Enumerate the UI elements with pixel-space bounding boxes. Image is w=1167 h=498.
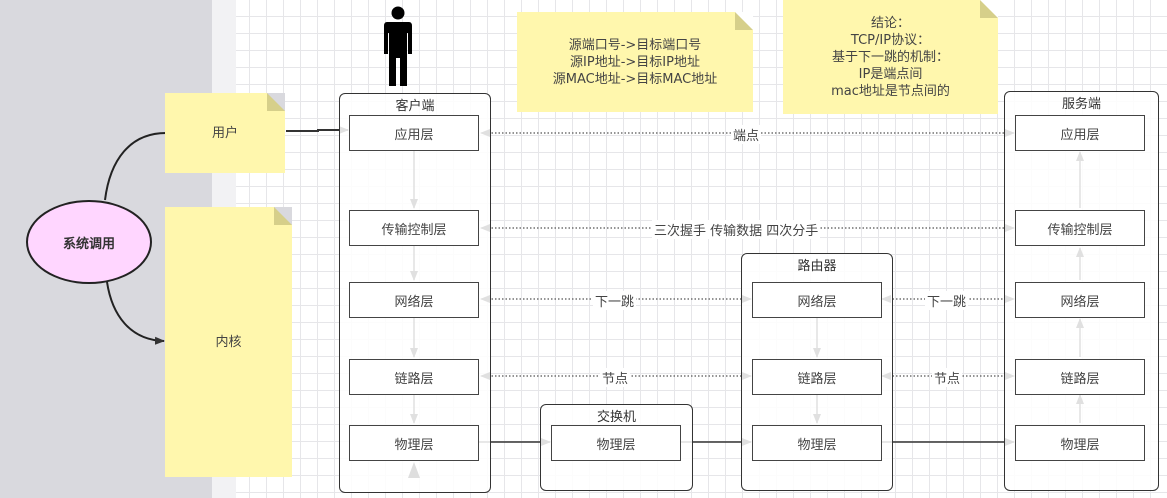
- endpoint-label: 端点: [731, 125, 762, 144]
- note-fold-icon: [274, 207, 292, 225]
- user-note[interactable]: 用户: [165, 93, 285, 173]
- router-link-layer[interactable]: 链路层: [752, 359, 882, 395]
- kernel-note-label: 内核: [215, 334, 242, 350]
- note-fold-icon: [735, 12, 753, 30]
- server-transport-layer[interactable]: 传输控制层: [1015, 210, 1145, 246]
- server-application-layer[interactable]: 应用层: [1015, 115, 1145, 151]
- address-note-text: 源端口号->目标端口号 源IP地址->目标IP地址 源MAC地址->目标MAC地…: [552, 37, 718, 87]
- client-application-layer[interactable]: 应用层: [349, 115, 479, 151]
- next-hop-label-1: 下一跳: [593, 291, 637, 310]
- switch-title: 交换机: [596, 410, 636, 425]
- router-title: 路由器: [797, 259, 837, 274]
- kernel-note[interactable]: 内核: [165, 207, 292, 477]
- server-network-layer[interactable]: 网络层: [1015, 282, 1145, 318]
- user-note-label: 用户: [211, 125, 238, 141]
- conclusion-note[interactable]: 结论： TCP/IP协议： 基于下一跳的机制： IP是端点间 mac地址是节点间…: [783, 0, 998, 114]
- server-link-layer[interactable]: 链路层: [1015, 359, 1145, 395]
- client-transport-layer[interactable]: 传输控制层: [349, 210, 479, 246]
- server-title: 服务端: [1061, 97, 1101, 112]
- client-physical-layer[interactable]: 物理层: [349, 425, 479, 461]
- switch-physical-layer[interactable]: 物理层: [551, 425, 681, 461]
- note-fold-icon: [267, 93, 285, 111]
- system-call-node[interactable]: 系统调用: [26, 200, 152, 284]
- server-physical-layer[interactable]: 物理层: [1015, 425, 1145, 461]
- note-fold-icon: [980, 0, 998, 18]
- node-label-1: 节点: [600, 368, 631, 387]
- person-icon: [384, 6, 412, 86]
- router-network-layer[interactable]: 网络层: [752, 282, 882, 318]
- tcp-handshake-label: 三次握手 传输数据 四次分手: [652, 220, 821, 239]
- address-note[interactable]: 源端口号->目标端口号 源IP地址->目标IP地址 源MAC地址->目标MAC地…: [517, 12, 753, 112]
- client-network-layer[interactable]: 网络层: [349, 282, 479, 318]
- conclusion-note-text: 结论： TCP/IP协议： 基于下一跳的机制： IP是端点间 mac地址是节点间…: [831, 15, 950, 99]
- router-physical-layer[interactable]: 物理层: [752, 425, 882, 461]
- next-hop-label-2: 下一跳: [925, 291, 969, 310]
- client-link-layer[interactable]: 链路层: [349, 359, 479, 395]
- node-label-2: 节点: [932, 368, 963, 387]
- client-title: 客户端: [395, 99, 435, 114]
